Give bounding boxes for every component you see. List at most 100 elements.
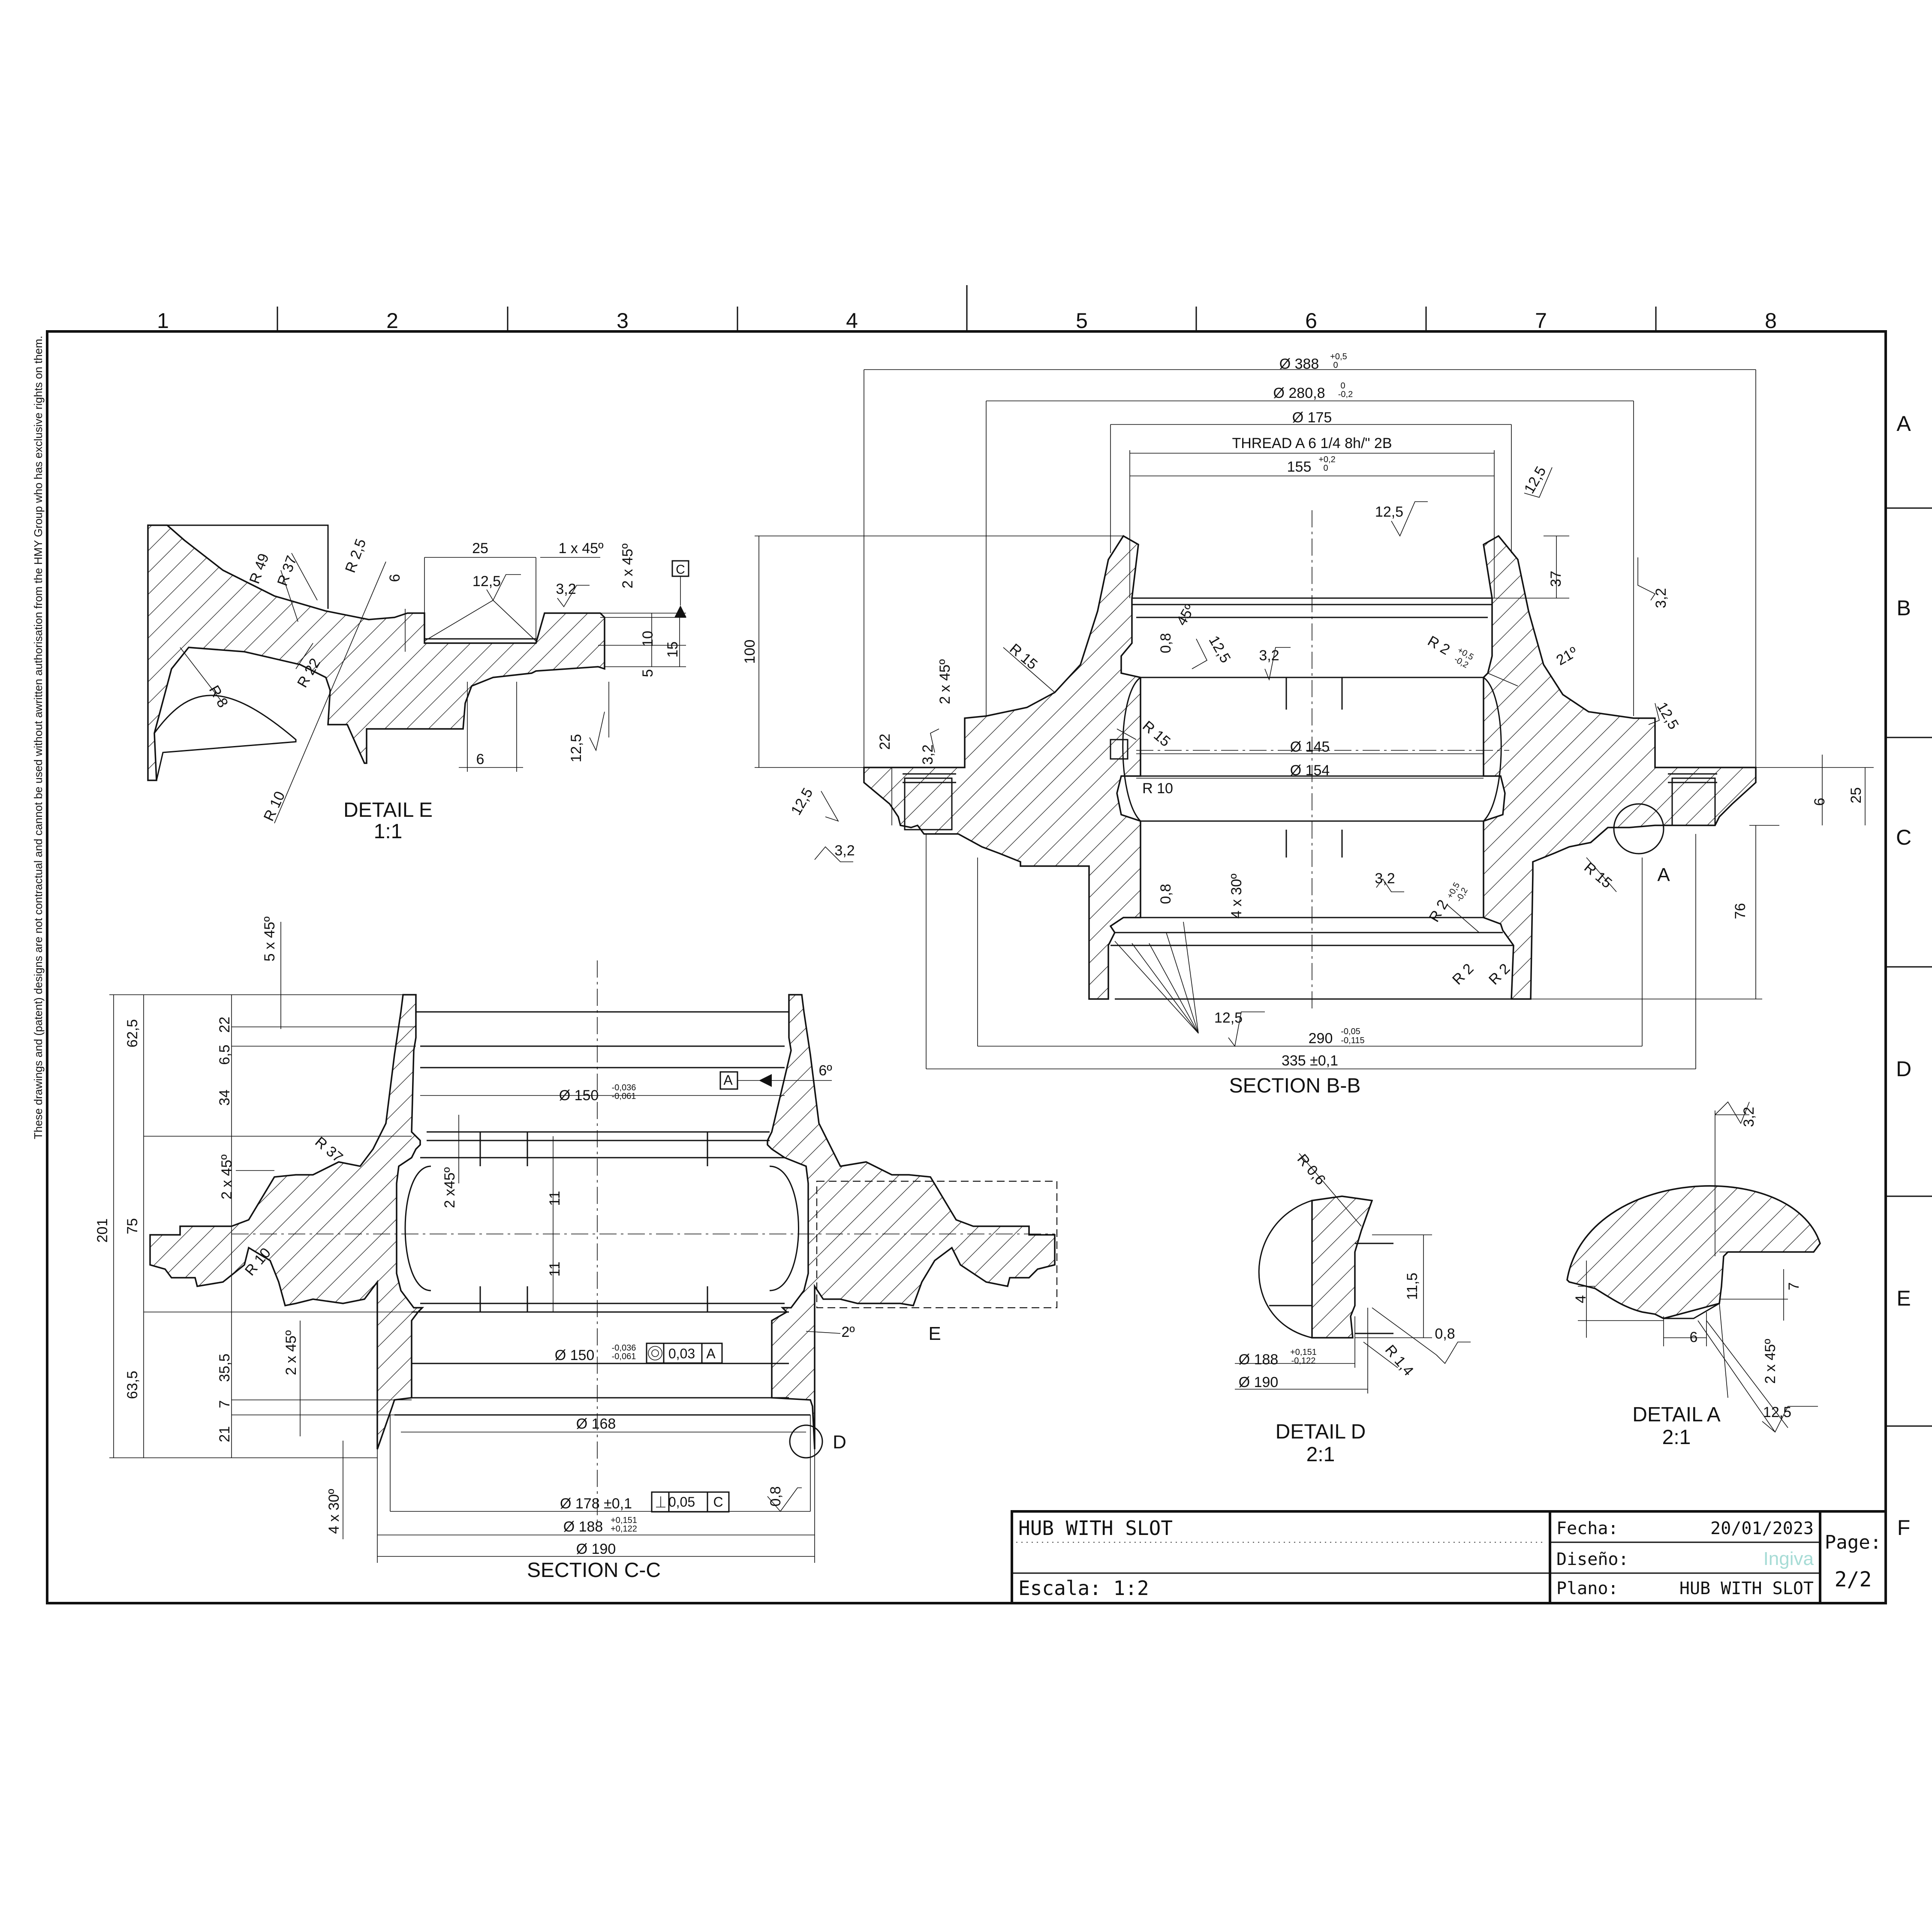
perpendicularity-frame: [651, 1491, 730, 1513]
dim-h34: 34: [217, 1089, 233, 1106]
diseno-label: Diseño:: [1556, 1550, 1629, 1569]
dim-d155: 155: [1287, 459, 1312, 475]
zone-row-f: F: [1897, 1516, 1911, 1540]
dim-cham-2x45c: 2 x 45º: [283, 1330, 299, 1375]
dim-h22: 22: [217, 1017, 233, 1033]
dim-bb-cham-4x30: 4 x 30º: [1228, 873, 1245, 918]
rough-08-a: 0,8: [1158, 633, 1174, 653]
dim-e-w6: 6: [476, 751, 485, 767]
dim-ang6: 6º: [819, 1062, 832, 1079]
title-block: HUB WITH SLOT Escala: 1:2 Fecha: 20/01/2…: [1011, 1510, 1887, 1604]
zone-row-b: B: [1896, 596, 1911, 620]
plano-value: HUB WITH SLOT: [1679, 1579, 1814, 1598]
dim-cham-2x45b: 2 x45º: [442, 1167, 458, 1208]
dim-d175: Ø 175: [1292, 409, 1332, 426]
thread-spec: THREAD A 6 1/4 8h/" 2B: [1232, 435, 1392, 451]
dim-r15a: R 15: [1006, 641, 1040, 673]
rough-125-top: 12,5: [1375, 504, 1403, 520]
zone-row-c: C: [1896, 825, 1911, 849]
dim-e-r10: R 10: [261, 789, 289, 824]
detail-d-body: [1311, 1195, 1373, 1339]
detail-a-title: DETAIL A: [1632, 1403, 1720, 1426]
dim-e-h15: 15: [665, 641, 681, 658]
drawing-scale: Escala: 1:2: [1018, 1577, 1149, 1600]
rough-d-08: 0,8: [1435, 1326, 1455, 1342]
dim-ang21: 21º: [1553, 644, 1580, 668]
perpendicularity-ref: C: [713, 1494, 723, 1510]
dim-h625: 62,5: [124, 1019, 141, 1047]
dim-d150b: Ø 150: [555, 1347, 595, 1363]
perpendicularity-value: 0,05: [668, 1494, 695, 1510]
dim-d150a: Ø 150: [559, 1087, 599, 1104]
dim-r10: R 10: [1142, 780, 1173, 797]
section-bb-title: SECTION B-B: [1229, 1074, 1361, 1097]
section-cc-view: 201 62,5 75 63,5 22 6,5 34 35,5 7 21 11 …: [94, 916, 1058, 1582]
dim-h65: 6,5: [217, 1044, 233, 1065]
dim-cham-4x30: 4 x 30º: [326, 1489, 342, 1534]
dim-e-r49: R 49: [247, 551, 272, 586]
section-cc-body-left: [149, 994, 424, 1450]
rough-125-d: 12,5: [1654, 699, 1682, 732]
dim-a-w6: 6: [1690, 1329, 1698, 1345]
dim-e-w25: 25: [472, 540, 488, 557]
rough-32-e: 3,2: [1375, 870, 1395, 887]
dim-d168: Ø 168: [576, 1416, 616, 1432]
dim-d280: Ø 280,8: [1273, 385, 1325, 401]
section-cc-body-right: [767, 994, 1056, 1450]
dim-d178: Ø 178 ±0,1: [560, 1496, 632, 1512]
dim-r2c: R 2: [1449, 960, 1477, 988]
dim-d290-tol-lo: -0,115: [1341, 1036, 1364, 1045]
detail-d-circle: [1258, 1200, 1312, 1339]
dim-d290-tol-up: -0,05: [1341, 1027, 1360, 1036]
rough-32-a: 3,2: [1259, 647, 1279, 664]
dim-e-r37: R 37: [274, 554, 300, 588]
rough-a-125: 12,5: [1763, 1404, 1791, 1420]
dim-d155-tol-lo: 0: [1323, 463, 1328, 473]
dim-h355: 35,5: [217, 1354, 233, 1382]
rough-125-b: 12,5: [1521, 463, 1549, 496]
zone-col-8: 8: [1765, 309, 1777, 333]
fecha-value: 20/01/2023: [1710, 1519, 1814, 1538]
sheet-frame: [46, 285, 1932, 1604]
dim-d154: Ø 154: [1290, 762, 1330, 779]
dim-a-cham-2x45: 2 x 45º: [1762, 1339, 1779, 1384]
dim-h37: 37: [1548, 571, 1564, 587]
section-bb-leaders: [1003, 647, 1617, 1034]
dim-h635: 63,5: [124, 1371, 141, 1399]
rough-32-d: 3,2: [834, 843, 855, 859]
dim-d188-cc: Ø 188: [563, 1519, 603, 1535]
dim-h11b: 11: [547, 1261, 563, 1276]
detail-a-body: [1566, 1185, 1821, 1319]
dim-a-h7: 7: [1786, 1282, 1802, 1291]
dim-ang45: 45º: [1173, 602, 1198, 629]
detail-a-callout-circle: [1613, 803, 1664, 855]
dim-h21: 21: [217, 1426, 233, 1442]
section-cc-title: SECTION C-C: [527, 1559, 661, 1582]
zone-col-2: 2: [386, 309, 398, 333]
dim-e-h6: 6: [387, 574, 403, 582]
dim-d150a-tol-up: -0,036: [612, 1083, 636, 1092]
zone-col-5: 5: [1076, 309, 1088, 333]
dim-d150b-tol-lo: -0,061: [612, 1352, 636, 1361]
rough-e-32: 3,2: [556, 581, 576, 597]
dim-d280-tol-lo: -0,2: [1338, 390, 1353, 399]
zone-col-1: 1: [157, 309, 169, 333]
coaxiality-ref: A: [706, 1346, 716, 1361]
dim-d280-tol-up: 0: [1340, 381, 1345, 391]
zone-row-d: D: [1896, 1057, 1911, 1081]
detail-e-view: R 49 R 37 R 2,5 R 22 R 8 R 10 25 1 x 45º…: [147, 524, 689, 843]
dim-d150a-tol-lo: -0,061: [612, 1092, 636, 1101]
rough-32-b: 3,2: [1653, 588, 1669, 608]
dim-d155-tol-up: +0,2: [1318, 455, 1335, 464]
section-cc-dimension-lines: [109, 922, 815, 1563]
dim-r15c: R 15: [1581, 859, 1615, 891]
dim-d188-cc-tol-up: +0,151: [611, 1516, 637, 1525]
dim-d150b-tol-up: -0,036: [612, 1343, 636, 1353]
detail-a-scale: 2:1: [1662, 1426, 1691, 1449]
dim-cham-5x45: 5 x 45º: [262, 916, 278, 961]
diseno-value-logo: Ingiva: [1763, 1548, 1814, 1569]
dim-d-d188-tol-up: +0,151: [1290, 1348, 1317, 1357]
dim-h75: 75: [124, 1218, 141, 1234]
dim-d388: Ø 388: [1279, 356, 1319, 372]
detail-d-ref: D: [833, 1432, 846, 1453]
